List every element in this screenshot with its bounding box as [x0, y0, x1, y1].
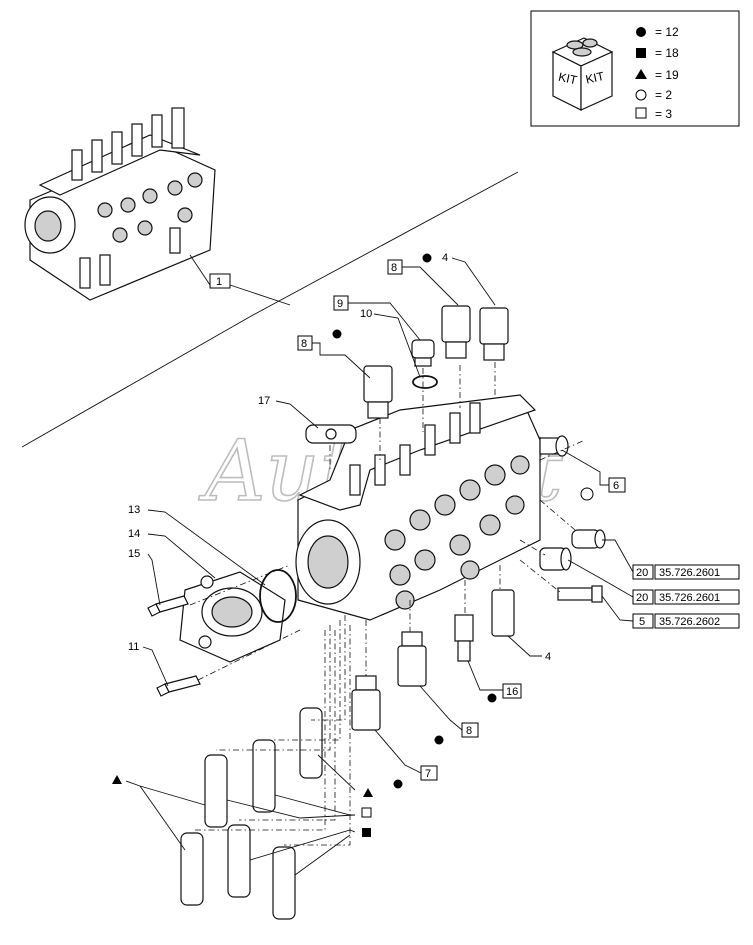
kit-legend: KIT KIT = 12 = 18 = 19 = 2 = 3 — [530, 10, 740, 127]
kit-label-left: KIT — [557, 70, 579, 88]
cartridge-2 — [252, 739, 276, 813]
ref-number-2: 35.726.2601 — [659, 592, 720, 604]
open-circle-marker-6 — [580, 487, 594, 501]
filled-circle-marker — [422, 253, 432, 263]
plug-10 — [411, 339, 435, 367]
kit-label-right: KIT — [584, 69, 606, 87]
legend-item-open-circle: = 2 — [655, 88, 672, 102]
overview-valve-assembly — [24, 107, 216, 301]
filled-square-marker — [362, 828, 371, 837]
callout-15: 15 — [128, 548, 140, 560]
cartridge-5 — [180, 832, 204, 906]
open-square-icon — [635, 107, 647, 119]
filled-circle-marker — [434, 735, 444, 745]
filled-circle-icon — [636, 27, 646, 37]
filled-square-icon — [636, 48, 646, 58]
open-circle-icon — [635, 89, 647, 101]
relief-cap-8-bottom — [397, 631, 427, 687]
callout-17: 17 — [258, 395, 270, 407]
callout-8-top: 8 — [391, 262, 397, 274]
filled-triangle-marker-left — [112, 775, 122, 784]
seal-9 — [412, 375, 438, 389]
callout-7: 7 — [425, 768, 431, 780]
cartridge-1 — [299, 707, 323, 779]
plug-20-upper — [571, 529, 606, 549]
callout-4-top: 4 — [442, 252, 448, 264]
relief-cap-4-top — [479, 307, 509, 361]
callout-4-bottom: 4 — [545, 651, 551, 663]
separator-line-2 — [252, 171, 519, 316]
callout-16: 16 — [506, 686, 518, 698]
cartridge-4 — [227, 824, 251, 898]
relief-cap-7 — [351, 675, 381, 731]
main-valve-body — [295, 394, 541, 621]
bolt-15 — [147, 595, 189, 617]
gasket-17 — [305, 424, 357, 444]
filled-triangle-marker — [363, 788, 373, 797]
ref-number-1: 35.726.2601 — [659, 567, 720, 579]
adapter-16 — [454, 614, 474, 662]
callout-1: 1 — [216, 276, 222, 288]
relief-cap-8-upper-left — [363, 365, 393, 419]
callout-20-upper: 20 — [636, 567, 648, 579]
legend-item-triangle: = 19 — [655, 68, 679, 82]
cartridge-6 — [272, 846, 296, 920]
end-cover — [179, 571, 286, 663]
plug-20-lower — [539, 547, 572, 571]
callout-13: 13 — [128, 504, 140, 516]
callout-box-1 — [209, 273, 231, 289]
open-square-marker — [361, 807, 372, 818]
bolt-11 — [156, 675, 201, 697]
callout-10: 10 — [360, 308, 372, 320]
relief-cap-4-bottom — [491, 589, 515, 637]
cartridge-3 — [204, 754, 228, 828]
callout-8-left: 8 — [301, 338, 307, 350]
legend-item-open-square: = 3 — [655, 107, 672, 121]
callout-5: 5 — [639, 616, 645, 628]
ref-number-3: 35.726.2602 — [659, 616, 720, 628]
callout-6: 6 — [613, 480, 619, 492]
legend-item-circle: = 12 — [655, 25, 679, 39]
relief-cap-8-top — [441, 305, 471, 359]
callout-9: 9 — [337, 298, 343, 310]
separator-line — [21, 314, 254, 448]
callout-8-bottom: 8 — [466, 725, 472, 737]
filled-triangle-icon — [635, 69, 647, 79]
filled-circle-marker — [393, 779, 403, 789]
callout-20-lower: 20 — [636, 592, 648, 604]
callout-11: 11 — [128, 641, 139, 653]
filled-circle-marker — [487, 693, 497, 703]
filled-circle-marker — [332, 329, 342, 339]
fitting-6 — [539, 435, 569, 457]
callout-14: 14 — [128, 528, 140, 540]
legend-item-square: = 18 — [655, 46, 679, 60]
sensor-5 — [557, 585, 603, 603]
kit-box-icon: KIT KIT — [551, 37, 614, 111]
